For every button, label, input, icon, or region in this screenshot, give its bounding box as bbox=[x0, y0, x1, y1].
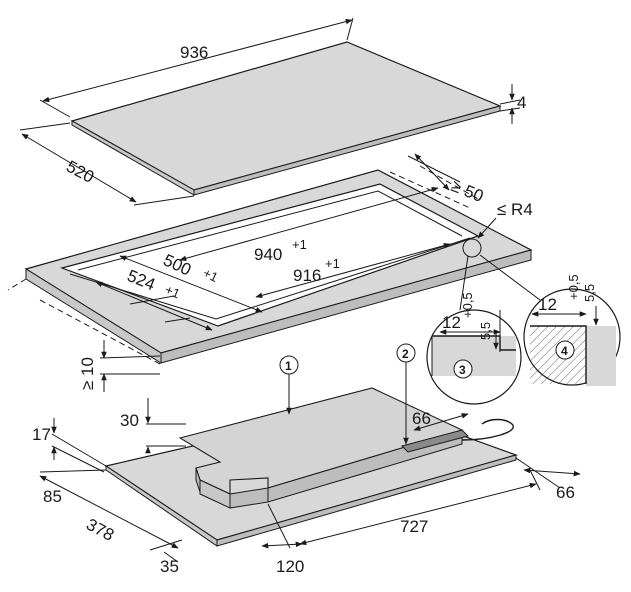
housing-front-label: 120 bbox=[276, 557, 304, 576]
hob-thickness-label: 4 bbox=[517, 93, 526, 112]
detail3-tol: +0,5 bbox=[460, 292, 475, 318]
detail4-marker: 4 bbox=[561, 344, 568, 358]
clearance-front-label: ≥ 10 bbox=[78, 357, 97, 390]
detail4-tol: +0,5 bbox=[566, 274, 581, 300]
dim-housing-height: 30 bbox=[120, 398, 186, 454]
front-frame-label: 35 bbox=[160, 557, 179, 576]
hob-length-label: 936 bbox=[180, 43, 208, 62]
detail-4: 12 +0,5 5,5 4 bbox=[523, 274, 621, 386]
cutout-inner-width-label: 916 bbox=[293, 266, 321, 285]
callout-1-label: 1 bbox=[285, 359, 292, 373]
dim-housing-width: 727 bbox=[299, 469, 541, 546]
dim-front-left: 85 378 35 bbox=[39, 469, 183, 576]
detail4-width: 12 bbox=[538, 295, 557, 314]
detail3-height: 5,5 bbox=[478, 322, 493, 340]
dim-hob-length: 936 bbox=[39, 17, 354, 118]
housing-depth-label: 378 bbox=[83, 515, 117, 545]
housing-width-label: 727 bbox=[400, 517, 428, 536]
callout-2-label: 2 bbox=[402, 347, 409, 361]
dim-corner-radius: ≤ R4 bbox=[477, 200, 533, 239]
cutout-inner-width-tol: +1 bbox=[325, 256, 340, 271]
dim-housing-front: 120 bbox=[261, 503, 304, 576]
detail-link bbox=[459, 238, 541, 311]
detail3-width: 12 bbox=[442, 313, 461, 332]
detail-3: 12 +0,5 5,5 3 bbox=[426, 292, 522, 405]
dim-side-offset: 66 bbox=[515, 457, 581, 502]
dim-hob-thickness: 4 bbox=[499, 84, 526, 124]
callout-2: 2 bbox=[396, 343, 416, 445]
dim-cable-offset: 66 bbox=[412, 409, 469, 431]
unit-height-label: 17 bbox=[32, 425, 51, 444]
cutout-width-label: 940 bbox=[254, 245, 282, 264]
callout-1: 1 bbox=[279, 355, 299, 415]
clearance-back-label: ≥ 50 bbox=[449, 176, 487, 206]
cutout-inner-depth-tol: +1 bbox=[163, 282, 182, 301]
detail3-marker: 3 bbox=[459, 363, 466, 377]
housing-height-label: 30 bbox=[120, 411, 139, 430]
cutout-depth-tol: +1 bbox=[201, 265, 221, 285]
detail4-height: 5,5 bbox=[582, 284, 597, 302]
hob-unit bbox=[104, 387, 518, 547]
cable-offset-label: 66 bbox=[412, 409, 431, 428]
front-offset-label: 85 bbox=[43, 487, 62, 506]
corner-radius-label: ≤ R4 bbox=[497, 200, 533, 219]
hob-plate bbox=[70, 41, 502, 196]
dim-cutout-inner-width: 916 +1 bbox=[255, 242, 451, 299]
cutout-width-tol: +1 bbox=[292, 237, 307, 252]
dim-clearance-front: ≥ 10 bbox=[78, 340, 161, 392]
dim-unit-height: 17 bbox=[32, 418, 107, 473]
side-offset-label: 66 bbox=[556, 483, 575, 502]
